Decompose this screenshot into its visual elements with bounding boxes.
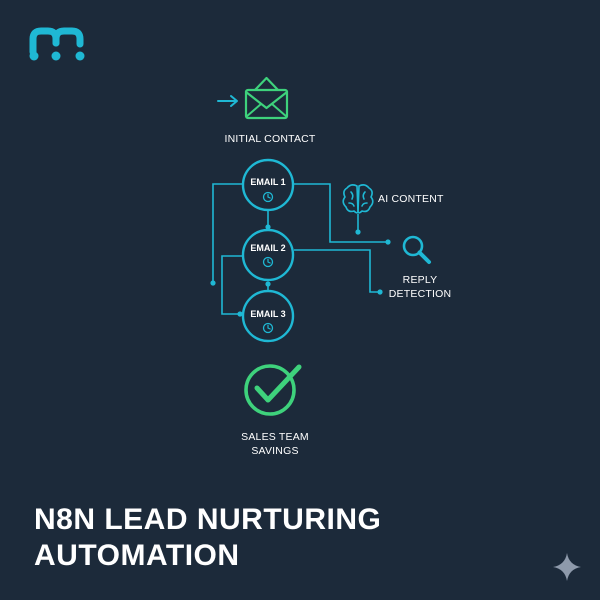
brain-icon <box>342 184 374 214</box>
email-3-label: EMAIL 3 <box>250 309 286 319</box>
page-title-line-1: N8N LEAD NURTURING <box>34 503 382 536</box>
sales-savings-label: SALES TEAM SAVINGS <box>225 430 325 458</box>
email-3-node <box>241 289 295 343</box>
sparkle-icon <box>553 553 581 581</box>
email-1-label: EMAIL 1 <box>250 177 286 187</box>
arrow-right-icon <box>217 95 238 107</box>
email-2-node <box>241 228 295 282</box>
sales-savings-line-1: SALES TEAM <box>241 431 309 443</box>
reply-detection-line-2: DETECTION <box>388 288 452 300</box>
clock-icon <box>262 322 274 334</box>
n8n-logo-icon <box>29 27 85 61</box>
email-2-label: EMAIL 2 <box>250 243 286 253</box>
reply-detection-label: REPLY DETECTION <box>380 273 460 301</box>
connector-dots <box>210 224 391 317</box>
clock-icon <box>262 191 274 203</box>
page-title-line-2: AUTOMATION <box>34 539 240 572</box>
checkmark-icon <box>244 364 302 416</box>
connector-lines <box>212 183 388 315</box>
reply-detection-line-1: REPLY <box>402 274 438 286</box>
ai-content-label: AI CONTENT <box>378 193 444 205</box>
email-1-node <box>241 158 295 212</box>
sales-savings-line-2: SAVINGS <box>251 445 299 457</box>
clock-icon <box>262 256 274 268</box>
page-title: N8N LEAD NURTURING AUTOMATION <box>34 502 381 574</box>
initial-contact-label: INITIAL CONTACT <box>224 133 316 145</box>
magnifier-icon <box>402 235 431 264</box>
envelope-icon <box>244 76 289 120</box>
